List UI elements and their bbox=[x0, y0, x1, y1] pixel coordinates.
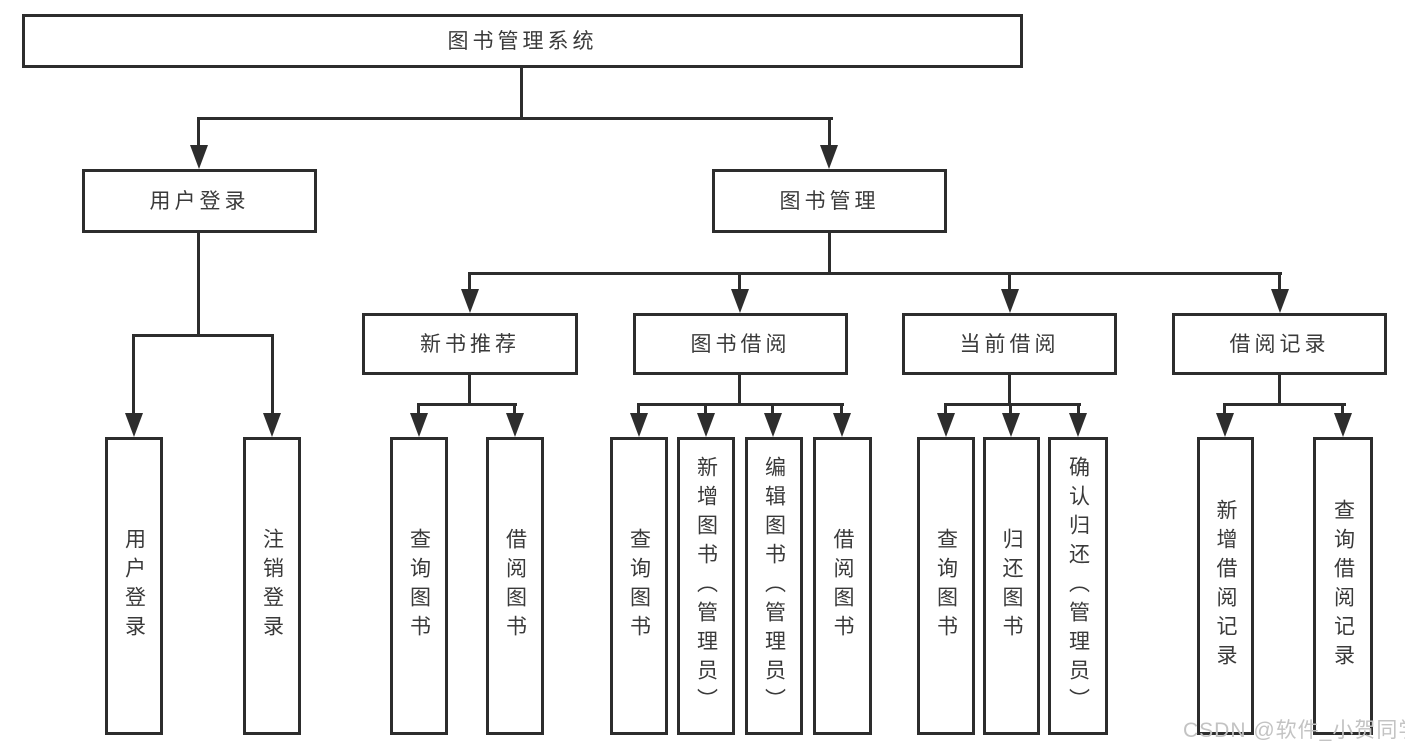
node-query-books-borrowing: 查询图书 bbox=[610, 437, 668, 735]
node-label: 新增借阅记录 bbox=[1214, 499, 1237, 673]
connector-line bbox=[944, 403, 1081, 406]
connector-line bbox=[1341, 403, 1344, 416]
connector-line bbox=[1009, 403, 1012, 416]
node-current-borrowing: 当前借阅 bbox=[902, 313, 1117, 375]
connector-line bbox=[417, 403, 517, 406]
arrow-down-icon bbox=[1069, 413, 1087, 437]
node-label: 查询图书 bbox=[407, 528, 431, 644]
csdn-watermark: CSDN @软件_小贺同学 bbox=[1183, 719, 1405, 742]
arrow-down-icon bbox=[820, 145, 838, 169]
node-confirm-return-admin: 确认归还（管理员） bbox=[1048, 437, 1108, 735]
node-borrow-books-borrowing: 借阅图书 bbox=[813, 437, 872, 735]
connector-line bbox=[637, 403, 640, 416]
connector-line bbox=[513, 403, 516, 416]
connector-line bbox=[1278, 272, 1281, 292]
arrow-down-icon bbox=[1002, 413, 1020, 437]
node-add-books-admin: 新增图书（管理员） bbox=[677, 437, 735, 735]
node-label: 确认归还（管理员） bbox=[1066, 455, 1090, 717]
connector-line bbox=[197, 117, 200, 151]
connector-line bbox=[828, 117, 831, 151]
connector-line bbox=[1008, 272, 1011, 292]
arrow-down-icon bbox=[764, 413, 782, 437]
node-book-management: 图书管理 bbox=[712, 169, 947, 233]
connector-line bbox=[1008, 375, 1011, 406]
node-label: 借阅记录 bbox=[1229, 332, 1330, 356]
arrow-down-icon bbox=[1216, 413, 1234, 437]
connector-line bbox=[840, 403, 843, 416]
node-label: 新书推荐 bbox=[420, 332, 520, 356]
node-label: 查询图书 bbox=[934, 528, 958, 644]
arrow-down-icon bbox=[731, 289, 749, 313]
connector-line bbox=[468, 375, 471, 406]
node-label: 编辑图书（管理员） bbox=[762, 455, 786, 717]
arrow-down-icon bbox=[410, 413, 428, 437]
connector-line bbox=[197, 232, 200, 337]
node-add-borrowing-record: 新增借阅记录 bbox=[1197, 437, 1254, 735]
node-return-books: 归还图书 bbox=[983, 437, 1040, 735]
connector-line bbox=[197, 117, 833, 120]
connector-line bbox=[1223, 403, 1346, 406]
node-user-login-group: 用户登录 bbox=[82, 169, 317, 233]
connector-line bbox=[738, 272, 741, 292]
node-logout-login: 注销登录 bbox=[243, 437, 301, 735]
connector-line bbox=[132, 334, 135, 416]
connector-line bbox=[828, 233, 831, 274]
node-query-books-recommend: 查询图书 bbox=[390, 437, 448, 735]
node-label: 用户登录 bbox=[122, 528, 146, 644]
node-label: 借阅图书 bbox=[503, 528, 527, 644]
node-book-management-system: 图书管理系统 bbox=[22, 14, 1023, 68]
node-label: 归还图书 bbox=[1000, 528, 1023, 644]
connector-line bbox=[468, 272, 471, 292]
arrow-down-icon bbox=[630, 413, 648, 437]
arrow-down-icon bbox=[1271, 289, 1289, 313]
arrow-down-icon bbox=[263, 413, 281, 437]
arrow-down-icon bbox=[190, 145, 208, 169]
arrow-down-icon bbox=[937, 413, 955, 437]
node-label: 借阅图书 bbox=[831, 528, 854, 644]
connector-line bbox=[1278, 375, 1281, 406]
connector-line bbox=[771, 403, 774, 416]
node-label: 新增图书（管理员） bbox=[694, 455, 718, 717]
arrow-down-icon bbox=[697, 413, 715, 437]
node-label: 用户登录 bbox=[149, 189, 250, 213]
node-edit-books-admin: 编辑图书（管理员） bbox=[745, 437, 803, 735]
connector-line bbox=[468, 272, 1282, 275]
node-borrowing-records: 借阅记录 bbox=[1172, 313, 1387, 375]
node-label: 图书借阅 bbox=[690, 332, 791, 356]
connector-line bbox=[944, 403, 947, 416]
arrow-down-icon bbox=[1334, 413, 1352, 437]
connector-line bbox=[637, 403, 844, 406]
node-book-borrowing: 图书借阅 bbox=[633, 313, 848, 375]
connector-line bbox=[271, 334, 274, 416]
node-query-books-current: 查询图书 bbox=[917, 437, 975, 735]
node-label: 查询图书 bbox=[627, 528, 651, 644]
connector-line bbox=[520, 68, 523, 119]
arrow-down-icon bbox=[461, 289, 479, 313]
node-label: 查询借阅记录 bbox=[1331, 499, 1355, 673]
arrow-down-icon bbox=[833, 413, 851, 437]
node-new-book-recommendation: 新书推荐 bbox=[362, 313, 578, 375]
node-borrow-books-recommend: 借阅图书 bbox=[486, 437, 544, 735]
node-label: 图书管理系统 bbox=[447, 29, 598, 53]
arrow-down-icon bbox=[1001, 289, 1019, 313]
connector-line bbox=[132, 334, 274, 337]
connector-line bbox=[704, 403, 707, 416]
node-label: 图书管理 bbox=[779, 189, 880, 213]
connector-line bbox=[1077, 403, 1080, 416]
node-query-borrowing-record: 查询借阅记录 bbox=[1313, 437, 1373, 735]
node-user-login: 用户登录 bbox=[105, 437, 163, 735]
arrow-down-icon bbox=[125, 413, 143, 437]
arrow-down-icon bbox=[506, 413, 524, 437]
node-label: 注销登录 bbox=[260, 528, 284, 644]
connector-line bbox=[738, 375, 741, 406]
connector-line bbox=[1223, 403, 1226, 416]
connector-line bbox=[417, 403, 420, 416]
node-label: 当前借阅 bbox=[959, 332, 1060, 356]
